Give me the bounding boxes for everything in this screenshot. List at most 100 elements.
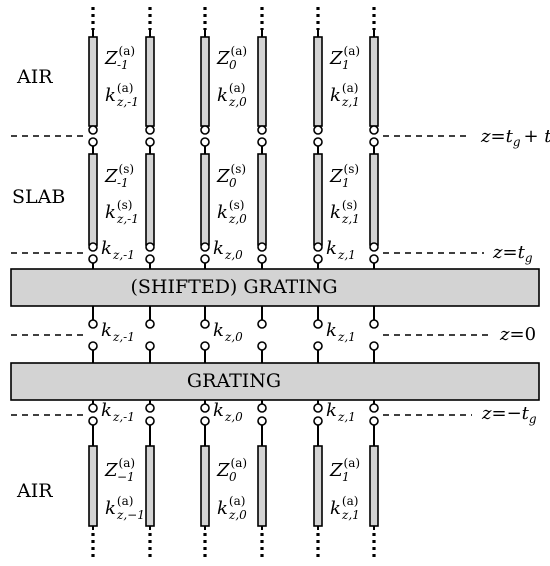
port-wavenumber-label: kz,-1 xyxy=(101,238,135,262)
port-terminal xyxy=(313,125,323,135)
impedance-element xyxy=(313,153,323,246)
port-wavenumber-label: kz,1 xyxy=(326,238,356,262)
port-terminal xyxy=(369,254,379,264)
port-wavenumber-label: kz,-1 xyxy=(101,400,135,424)
port-terminal xyxy=(369,319,379,329)
port-terminal xyxy=(257,125,267,135)
port-wavenumber-label: kz,1 xyxy=(326,400,356,424)
impedance-element xyxy=(200,36,210,127)
region-label-air-bottom: AIR xyxy=(16,480,53,502)
port-terminal xyxy=(88,341,98,351)
interface-label-tg: z=tg xyxy=(492,242,533,265)
impedance-element xyxy=(145,445,155,527)
port-terminal xyxy=(257,242,267,252)
impedance-element xyxy=(200,153,210,246)
port-terminal xyxy=(145,403,155,413)
port-terminal xyxy=(145,416,155,426)
impedance-label-air-bottom: Z(a)1 xyxy=(329,456,360,484)
port-terminal xyxy=(88,254,98,264)
port-terminal xyxy=(200,125,210,135)
impedance-label-slab: Z(s)-1 xyxy=(104,162,134,190)
port-wavenumber-label: kz,0 xyxy=(213,320,243,344)
port-terminal xyxy=(145,137,155,147)
port-terminal xyxy=(88,403,98,413)
port-terminal xyxy=(145,319,155,329)
impedance-element xyxy=(88,153,98,246)
port-terminal xyxy=(200,416,210,426)
grating-label: GRATING xyxy=(187,370,281,392)
port-terminal xyxy=(200,341,210,351)
port-terminal xyxy=(88,137,98,147)
port-terminal xyxy=(88,319,98,329)
wavenumber-label-slab: k(s)z,1 xyxy=(330,198,360,226)
impedance-label-air-bottom: Z(a)0 xyxy=(216,456,247,484)
impedance-element xyxy=(145,36,155,127)
impedance-label-air-top: Z(a)0 xyxy=(216,44,247,72)
grating-band xyxy=(10,362,540,401)
port-wavenumber-label: kz,0 xyxy=(213,400,243,424)
impedance-element xyxy=(88,36,98,127)
port-terminal xyxy=(88,125,98,135)
port-terminal xyxy=(200,319,210,329)
interface-label-minus-tg: z=−tg xyxy=(481,403,537,426)
wavenumber-label-air-top: k(a)z,0 xyxy=(217,81,247,109)
wavenumber-label-slab: k(s)z,0 xyxy=(217,198,247,226)
impedance-element xyxy=(88,445,98,527)
port-terminal xyxy=(313,254,323,264)
port-terminal xyxy=(200,242,210,252)
impedance-element xyxy=(200,445,210,527)
port-terminal xyxy=(369,341,379,351)
port-terminal xyxy=(369,137,379,147)
port-terminal xyxy=(369,416,379,426)
port-wavenumber-label: kz,0 xyxy=(213,238,243,262)
wavenumber-label-air-bottom: k(a)z,1 xyxy=(330,494,360,522)
impedance-element xyxy=(257,36,267,127)
port-terminal xyxy=(200,254,210,264)
port-terminal xyxy=(257,416,267,426)
port-terminal xyxy=(145,254,155,264)
impedance-element xyxy=(257,153,267,246)
impedance-element xyxy=(257,445,267,527)
impedance-element xyxy=(145,153,155,246)
shifted-grating-band xyxy=(10,268,540,307)
interface-label-zero: z=0 xyxy=(499,324,536,345)
port-terminal xyxy=(313,242,323,252)
wavenumber-label-air-top: k(a)z,-1 xyxy=(105,81,139,109)
port-terminal xyxy=(313,137,323,147)
impedance-label-air-top: Z(a)1 xyxy=(329,44,360,72)
wavenumber-label-air-bottom: k(a)z,0 xyxy=(217,494,247,522)
port-terminal xyxy=(257,403,267,413)
impedance-element xyxy=(313,445,323,527)
impedance-element xyxy=(369,36,379,127)
port-terminal xyxy=(200,403,210,413)
port-terminals xyxy=(88,125,379,426)
impedance-label-air-top: Z(a)-1 xyxy=(104,44,135,72)
impedance-element xyxy=(369,445,379,527)
port-wavenumber-label: kz,1 xyxy=(326,320,356,344)
wavenumber-label-air-top: k(a)z,1 xyxy=(330,81,360,109)
port-terminal xyxy=(313,319,323,329)
wavenumber-label-slab: k(s)z,-1 xyxy=(105,198,139,226)
impedance-components xyxy=(88,36,379,527)
interface-label-tg-plus-ts: z=tg+ ts xyxy=(480,126,550,149)
region-label-slab: SLAB xyxy=(12,186,65,208)
port-terminal xyxy=(88,416,98,426)
port-terminal xyxy=(200,137,210,147)
port-terminal xyxy=(257,254,267,264)
port-terminal xyxy=(145,242,155,252)
port-terminal xyxy=(369,242,379,252)
port-terminal xyxy=(369,125,379,135)
port-terminal xyxy=(145,125,155,135)
wavenumber-label-air-bottom: k(a)z,−1 xyxy=(105,494,145,522)
port-terminal xyxy=(313,403,323,413)
impedance-element xyxy=(369,153,379,246)
port-terminal xyxy=(313,341,323,351)
port-terminal xyxy=(145,341,155,351)
port-terminal xyxy=(257,319,267,329)
region-label-air-top: AIR xyxy=(16,66,53,88)
port-terminal xyxy=(369,403,379,413)
port-wavenumber-label: kz,-1 xyxy=(101,320,135,344)
shifted-grating-label: (SHIFTED) GRATING xyxy=(130,276,337,298)
port-terminal xyxy=(313,416,323,426)
